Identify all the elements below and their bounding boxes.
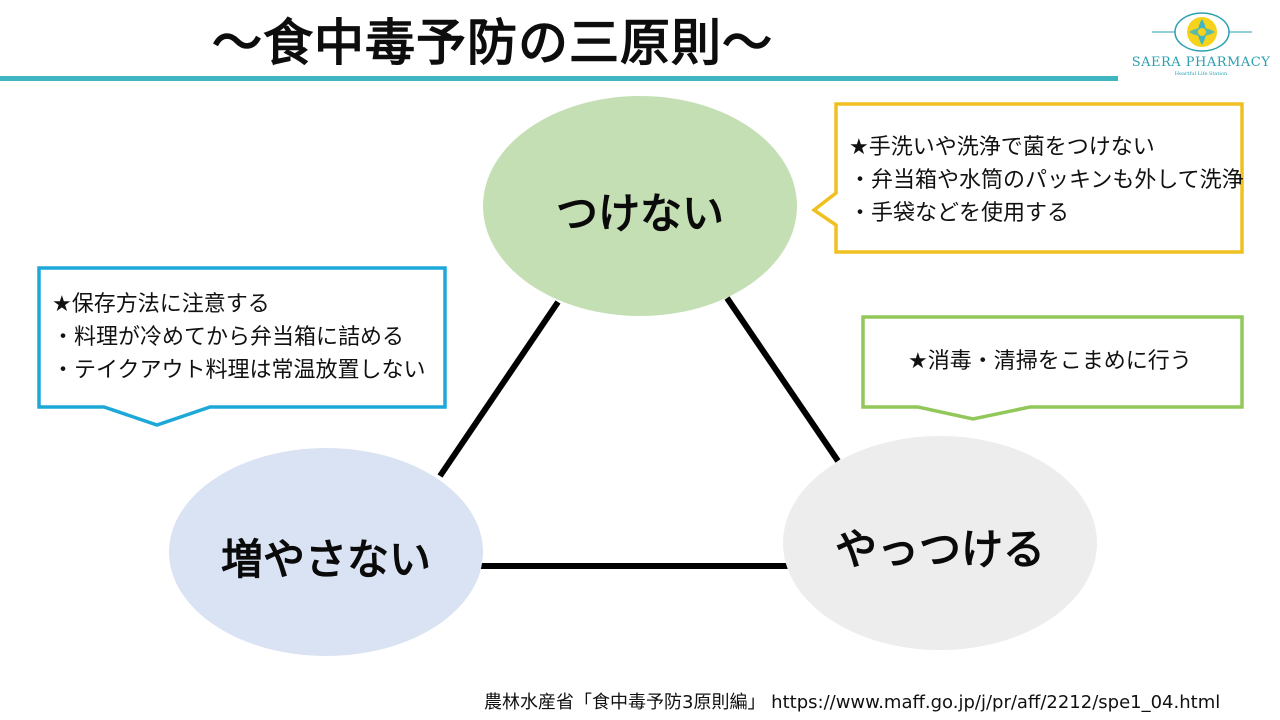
logo-tagline: Heartful Life Station (1174, 71, 1228, 77)
logo-name: SAERA PHARMACY (1131, 55, 1271, 70)
note-fuyasanai: ★保存方法に注意する ・料理が冷めてから弁当箱に詰める ・テイクアウト料理は常温… (52, 288, 426, 387)
node-fuyasanai (169, 448, 483, 656)
note-line: ★消毒・清掃をこまめに行う (908, 349, 1192, 374)
note-line: ★手洗いや洗浄で菌をつけない (849, 135, 1155, 160)
callout-fuyasanai (37, 266, 447, 427)
note-line: ・テイクアウト料理は常温放置しない (52, 358, 426, 383)
logo-emblem-icon (1152, 12, 1252, 52)
label-yattsukeru: やっつける (834, 525, 1045, 574)
callout-tsukenai (811, 102, 1244, 254)
title-underline (0, 76, 1118, 81)
label-tsukenai: つけない (555, 189, 724, 238)
source-citation: 農林水産省「食中毒予防3原則編」 https://www.maff.go.jp/… (484, 692, 1221, 713)
page-title: ～食中毒予防の三原則～ (212, 14, 773, 72)
note-tsukenai: ★手洗いや洗浄で菌をつけない ・弁当箱や水筒のパッキンも外して洗浄 ・手袋などを… (849, 131, 1244, 230)
connector-top-left (437, 300, 561, 478)
node-yattsukeru (783, 436, 1097, 650)
connector-top-right (724, 296, 841, 463)
label-fuyasanai: 増やさない (220, 535, 431, 584)
note-line: ・料理が冷めてから弁当箱に詰める (52, 325, 405, 350)
note-yattsukeru: ★消毒・清掃をこまめに行う (908, 345, 1192, 378)
note-line: ・弁当箱や水筒のパッキンも外して洗浄 (849, 168, 1244, 193)
callout-yattsukeru (861, 315, 1244, 421)
node-tsukenai (483, 96, 797, 316)
note-line: ★保存方法に注意する (52, 292, 270, 317)
note-line: ・手袋などを使用する (849, 201, 1070, 226)
